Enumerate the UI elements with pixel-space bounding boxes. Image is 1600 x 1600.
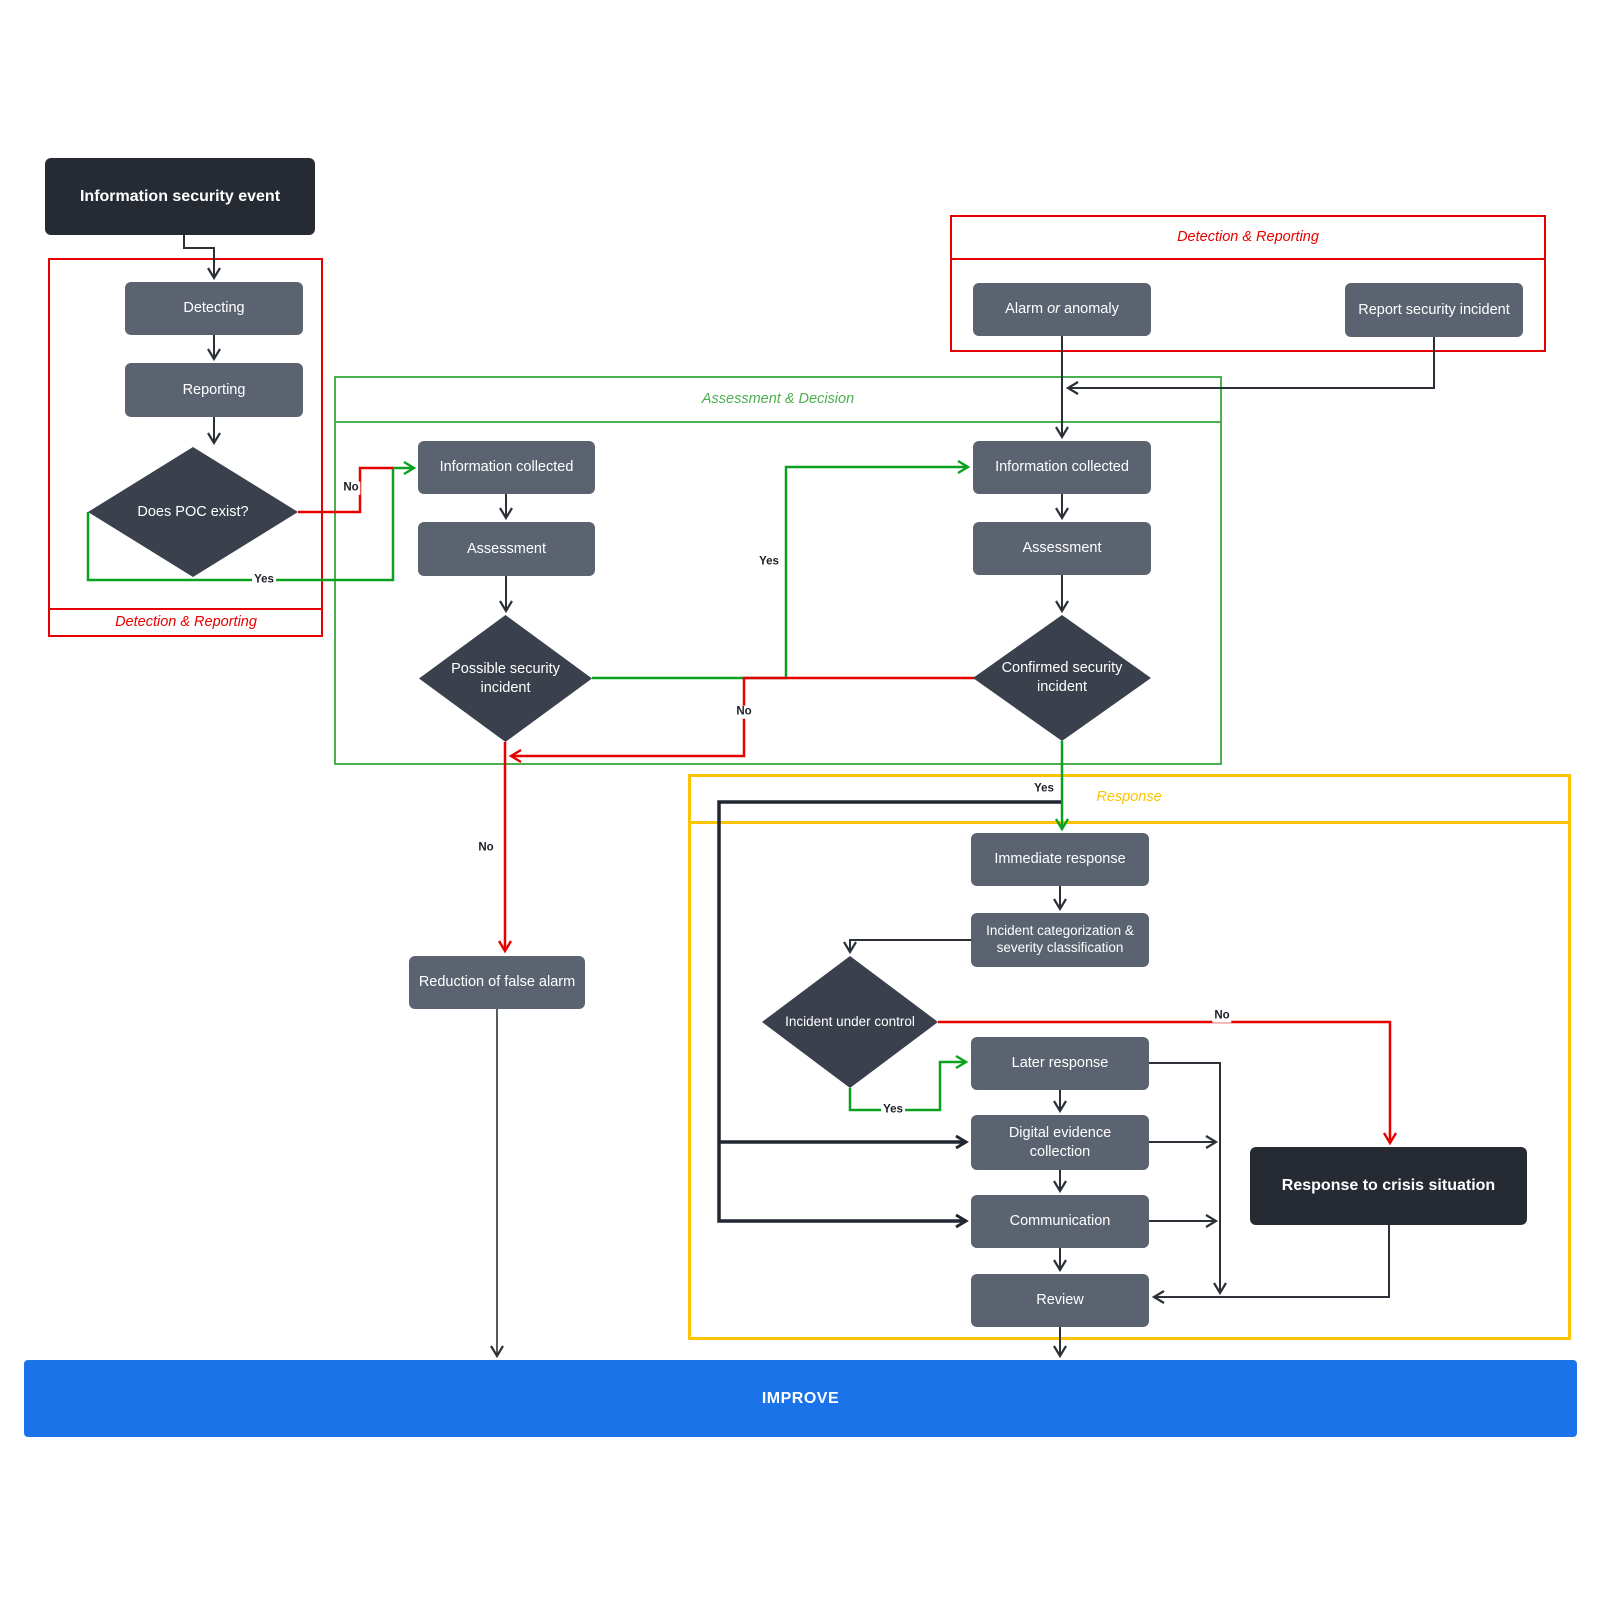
group-title-assessment-decision: Assessment & Decision <box>701 391 855 407</box>
process-reduction-of-false-alarm: Reduction of false alarm <box>409 956 585 1009</box>
edge-label-confirmed-no: No <box>734 705 754 719</box>
group-title-detection-reporting-left: Detection & Reporting <box>115 614 257 630</box>
node-label: Immediate response <box>994 851 1126 868</box>
node-label: Communication <box>1009 1213 1111 1230</box>
node-label: Response to crisis situation <box>1281 1177 1496 1194</box>
process-information-collected-right: Information collected <box>973 441 1151 494</box>
edge-label-control-no: No <box>1212 1009 1232 1023</box>
process-alarm-or-anomaly: Alarm or anomaly <box>973 283 1151 336</box>
edge-label-possible-yes: Yes <box>757 555 781 569</box>
node-label: Report security incident <box>1358 301 1510 318</box>
process-information-collected-left: Information collected <box>418 441 595 494</box>
process-assessment-right: Assessment <box>973 522 1151 575</box>
edge-label-poc-yes: Yes <box>252 573 276 587</box>
group-title-detection-reporting-right: Detection & Reporting <box>1177 229 1319 245</box>
process-assessment-left: Assessment <box>418 522 595 576</box>
process-report-security-incident: Report security incident <box>1345 283 1523 337</box>
node-label: Information security event <box>79 187 281 205</box>
node-label: Information collected <box>439 459 574 476</box>
group-divider <box>691 821 1568 824</box>
process-digital-evidence-collection: Digital evidence collection <box>971 1115 1149 1170</box>
node-label: Incident under control <box>785 1014 915 1030</box>
edge-label-poc-no: No <box>341 481 361 495</box>
node-label: Alarm or anomaly <box>1005 301 1119 318</box>
node-label: Assessment <box>1022 540 1102 557</box>
node-label: Confirmed security incident <box>1001 660 1123 695</box>
group-title-response: Response <box>1096 789 1162 805</box>
terminal-response-to-crisis-situation: Response to crisis situation <box>1250 1147 1527 1225</box>
edge-label-possible-no: No <box>476 841 496 855</box>
node-label: Incident categorization & severity class… <box>986 923 1134 955</box>
group-divider <box>952 258 1544 260</box>
node-label: Does POC exist? <box>137 503 249 520</box>
node-label: Digital evidence collection <box>1008 1125 1112 1160</box>
node-label: Reduction of false alarm <box>418 974 576 991</box>
node-label: Assessment <box>467 540 546 557</box>
group-assessment-decision <box>334 376 1222 765</box>
edge-label-control-yes: Yes <box>881 1103 905 1117</box>
improve-label: IMPROVE <box>761 1389 840 1407</box>
group-response <box>688 774 1571 1340</box>
node-label: Possible security incident <box>451 660 560 696</box>
node-label: Later response <box>1011 1055 1109 1072</box>
node-label: Reporting <box>182 381 246 398</box>
terminal-information-security-event: Information security event <box>45 158 315 235</box>
process-review: Review <box>971 1274 1149 1327</box>
group-divider <box>50 608 321 610</box>
improve-bar: IMPROVE <box>24 1360 1577 1437</box>
process-incident-categorization: Incident categorization & severity class… <box>971 913 1149 967</box>
node-label: Detecting <box>183 300 245 317</box>
node-label: Information collected <box>995 459 1129 476</box>
process-reporting: Reporting <box>125 363 303 417</box>
process-detecting: Detecting <box>125 282 303 335</box>
process-later-response: Later response <box>971 1037 1149 1090</box>
node-label: Review <box>1036 1292 1084 1309</box>
group-divider <box>336 421 1220 423</box>
edge-label-confirmed-yes: Yes <box>1032 782 1056 796</box>
process-immediate-response: Immediate response <box>971 833 1149 886</box>
process-communication: Communication <box>971 1195 1149 1248</box>
group-detection-reporting-left <box>48 258 323 637</box>
group-detection-reporting-right <box>950 215 1546 352</box>
